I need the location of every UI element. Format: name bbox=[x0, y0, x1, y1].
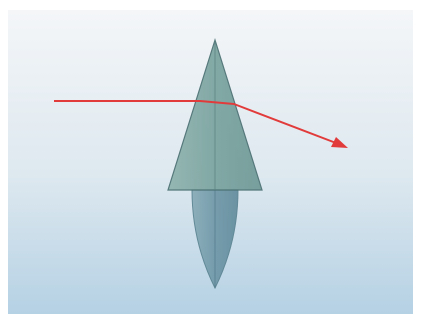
prism-refraction-diagram bbox=[0, 0, 421, 321]
